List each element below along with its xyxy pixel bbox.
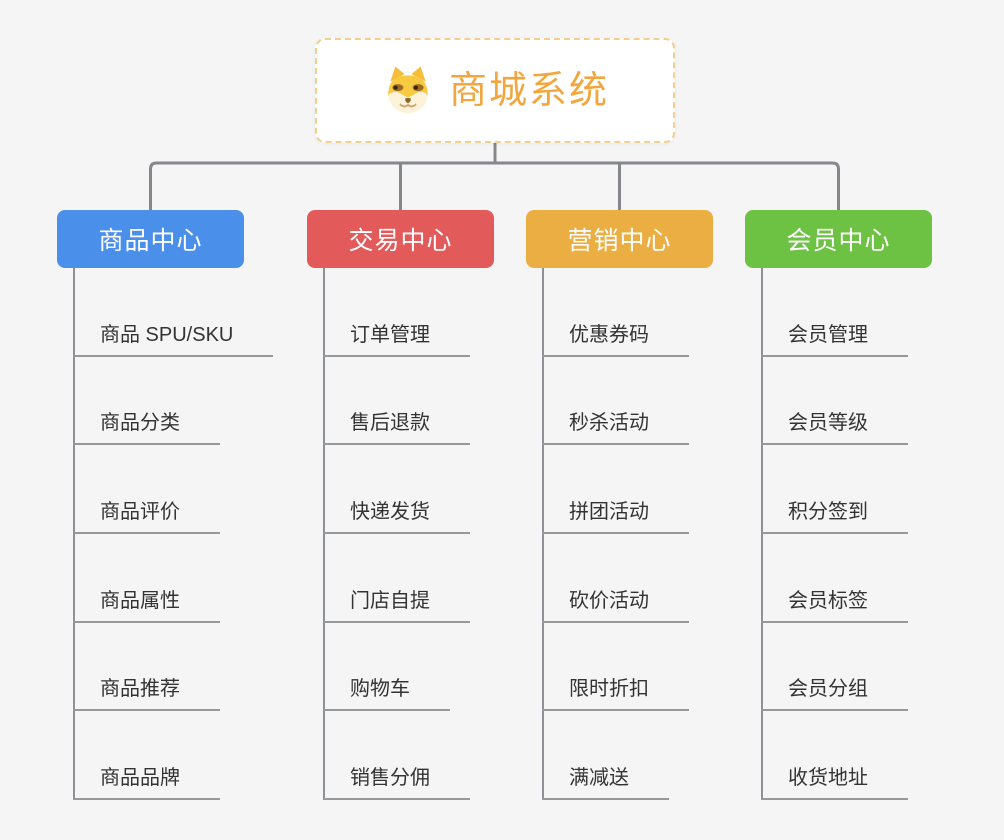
leaf-node[interactable]: 会员标签 bbox=[761, 534, 908, 623]
root-node[interactable]: 商城系统 bbox=[315, 38, 675, 143]
leaf-node[interactable]: 商品品牌 bbox=[73, 711, 220, 800]
leaf-node[interactable]: 商品评价 bbox=[73, 445, 220, 534]
leaf-node[interactable]: 商品属性 bbox=[73, 534, 220, 623]
leaf-node[interactable]: 限时折扣 bbox=[542, 623, 689, 712]
branch-trunk-line bbox=[542, 268, 544, 801]
leaf-node[interactable]: 积分签到 bbox=[761, 445, 908, 534]
leaf-node[interactable]: 商品分类 bbox=[73, 357, 220, 446]
leaf-node[interactable]: 快递发货 bbox=[323, 445, 470, 534]
branch-trunk-line bbox=[323, 268, 325, 801]
leaf-node[interactable]: 优惠券码 bbox=[542, 268, 689, 357]
root-title: 商城系统 bbox=[448, 69, 609, 112]
leaf-node[interactable]: 会员等级 bbox=[761, 357, 908, 446]
leaf-node[interactable]: 拼团活动 bbox=[542, 445, 689, 534]
leaf-node[interactable]: 商品推荐 bbox=[73, 623, 220, 712]
leaf-node[interactable]: 商品 SPU/SKU bbox=[73, 268, 274, 357]
leaf-node[interactable]: 会员分组 bbox=[761, 623, 908, 712]
branch-trunk-line bbox=[761, 268, 763, 801]
leaf-node[interactable]: 满减送 bbox=[542, 711, 669, 800]
leaf-node[interactable]: 门店自提 bbox=[323, 534, 470, 623]
leaf-node[interactable]: 砍价活动 bbox=[542, 534, 689, 623]
branch-node-3[interactable]: 营销中心 bbox=[526, 210, 713, 268]
branch-node-4[interactable]: 会员中心 bbox=[745, 210, 932, 268]
shiba-dog-icon bbox=[381, 64, 435, 118]
leaf-node[interactable]: 售后退款 bbox=[323, 357, 470, 446]
branch-node-1[interactable]: 商品中心 bbox=[57, 210, 244, 268]
leaf-node[interactable]: 收货地址 bbox=[761, 711, 908, 800]
branch-node-2[interactable]: 交易中心 bbox=[307, 210, 494, 268]
leaf-node[interactable]: 会员管理 bbox=[761, 268, 908, 357]
leaf-node[interactable]: 订单管理 bbox=[323, 268, 470, 357]
leaf-node[interactable]: 购物车 bbox=[323, 623, 450, 712]
bus-line bbox=[149, 161, 840, 210]
leaf-node[interactable]: 销售分佣 bbox=[323, 711, 470, 800]
branch-trunk-line bbox=[73, 268, 75, 801]
leaf-node[interactable]: 秒杀活动 bbox=[542, 357, 689, 446]
